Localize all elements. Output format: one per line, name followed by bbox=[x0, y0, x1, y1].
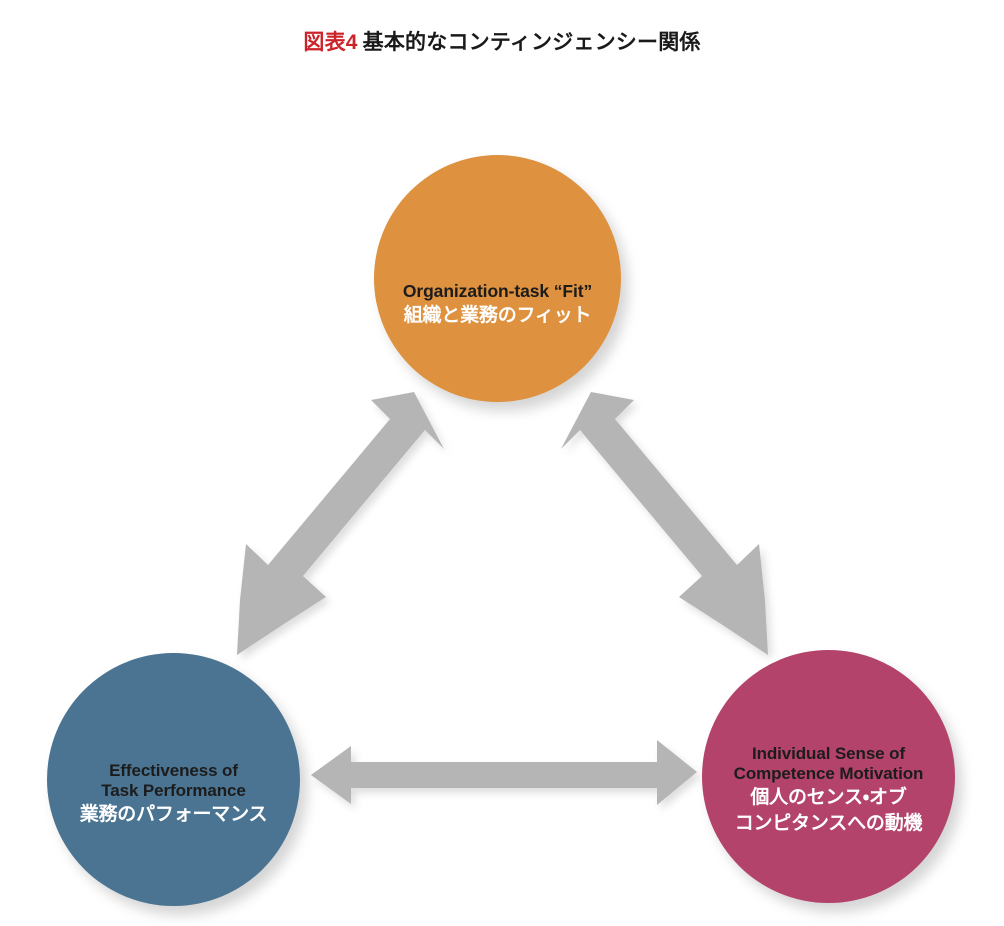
node-label-japanese-line1: 個人のセンス・オブ bbox=[750, 786, 907, 808]
figure-title-text: 基本的なコンティンジェンシー関係 bbox=[362, 31, 701, 54]
arrow-fit-effectiveness bbox=[237, 392, 444, 655]
node-label-english-line1: Effectiveness of bbox=[109, 760, 238, 780]
node-label-japanese: 業務のパフォーマンス bbox=[79, 803, 268, 825]
node-effectiveness-of-task-performance[interactable]: Effectiveness of Task Performance 業務のパフォ… bbox=[47, 653, 300, 906]
node-organization-task-fit[interactable]: Organization-task “Fit” 組織と業務のフィット bbox=[374, 155, 621, 402]
node-label-english-line1: Individual Sense of bbox=[751, 743, 906, 763]
node-label-japanese: 組織と業務のフィット bbox=[403, 304, 592, 326]
node-label-english: Organization-task “Fit” bbox=[402, 281, 593, 302]
node-text-wrap: Organization-task “Fit” 組織と業務のフィット bbox=[374, 281, 621, 327]
node-text-wrap: Individual Sense of Competence Motivatio… bbox=[702, 744, 955, 836]
arrow-effectiveness-competence bbox=[311, 740, 697, 805]
node-label-english-line2: Competence Motivation bbox=[733, 763, 924, 783]
node-label-english-line2: Task Performance bbox=[101, 780, 246, 800]
node-label-japanese-line2: コンピタンスへの動機 bbox=[734, 812, 923, 834]
node-text-wrap: Effectiveness of Task Performance 業務のパフォ… bbox=[47, 761, 300, 827]
figure-number: 図表4 bbox=[303, 31, 358, 54]
node-individual-sense-of-competence-motivation[interactable]: Individual Sense of Competence Motivatio… bbox=[702, 650, 955, 903]
arrow-fit-competence bbox=[561, 392, 768, 655]
